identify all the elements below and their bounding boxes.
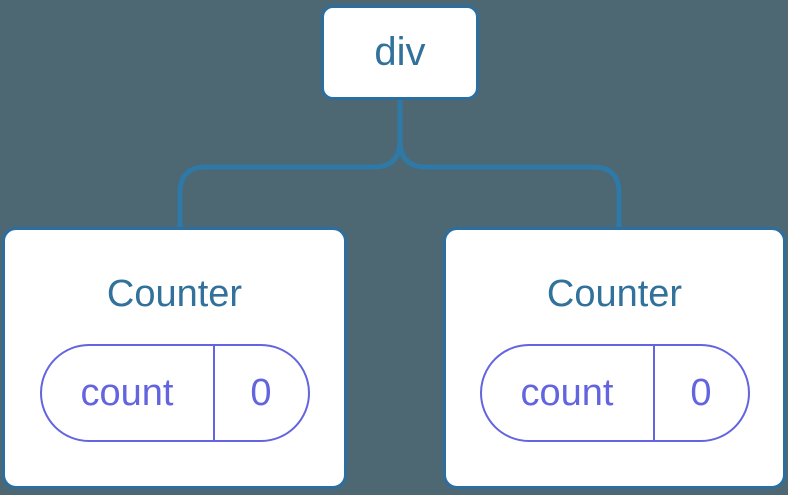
root-node-label: div [374, 30, 426, 74]
root-node-div: div [321, 5, 479, 100]
state-key: count [520, 371, 614, 414]
counter-node-title: Counter [546, 273, 683, 315]
edge-root-to-right-counter [397, 100, 622, 228]
counter-node-title: Counter [106, 273, 243, 315]
state-value: 0 [212, 346, 308, 440]
state-pill: count 0 [479, 344, 750, 442]
counter-node-left: Counter count 0 [2, 227, 347, 489]
state-value: 0 [652, 346, 748, 440]
edge-root-to-left-counter [177, 100, 403, 228]
counter-node-right: Counter count 0 [443, 227, 786, 489]
state-key: count [80, 371, 174, 414]
state-pill: count 0 [39, 344, 310, 442]
